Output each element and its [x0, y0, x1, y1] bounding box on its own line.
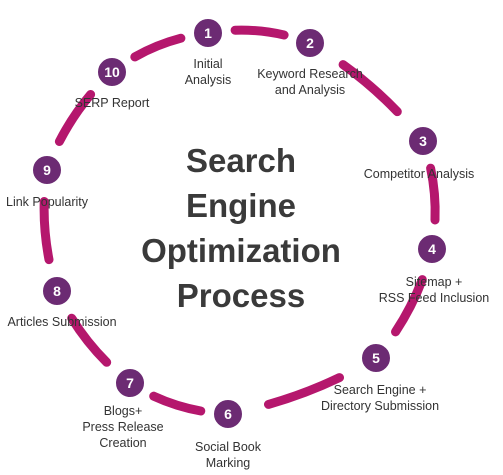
- step-label-line: Keyword Research: [257, 67, 363, 81]
- step-node-2: 2: [292, 25, 328, 61]
- step-label-line: Directory Submission: [321, 399, 439, 413]
- step-label-line: Press Release: [82, 420, 163, 434]
- ring-segment-9: [54, 90, 96, 146]
- step-circle-4: [414, 231, 450, 267]
- step-label-line: Competitor Analysis: [364, 167, 474, 181]
- step-number-1: 1: [204, 25, 212, 41]
- step-label-line: Creation: [99, 436, 146, 450]
- ring-segment-5: [264, 373, 344, 409]
- step-node-8: 8: [39, 273, 75, 309]
- step-label-line: Search Engine +: [334, 383, 427, 397]
- step-number-8: 8: [53, 283, 61, 299]
- step-number-9: 9: [43, 162, 51, 178]
- step-nodes: 1 2 3 4 5 6 7 8 9 10: [29, 15, 450, 432]
- step-label-line: Blogs+: [104, 404, 143, 418]
- step-label-3: Competitor Analysis: [364, 167, 474, 181]
- step-label-2: Keyword Research and Analysis: [257, 67, 363, 97]
- step-number-3: 3: [419, 133, 427, 149]
- step-circle-8: [39, 273, 75, 309]
- step-node-5: 5: [358, 340, 394, 376]
- title-line-3: Optimization: [141, 232, 341, 269]
- ring-segment-3: [426, 163, 440, 225]
- step-circle-10: [94, 54, 130, 90]
- step-label-5: Search Engine + Directory Submission: [321, 383, 439, 413]
- step-number-2: 2: [306, 35, 314, 51]
- step-node-7: 7: [112, 365, 148, 401]
- step-label-line: Articles Submission: [7, 315, 116, 329]
- step-label-line: Analysis: [185, 73, 232, 87]
- ring-segment-10: [130, 33, 186, 62]
- step-label-line: SERP Report: [75, 96, 150, 110]
- step-label-line: RSS Feed Inclusion: [379, 291, 490, 305]
- title-line-1: Search: [186, 142, 296, 179]
- step-label-line: Social Book: [195, 440, 262, 454]
- step-number-5: 5: [372, 350, 380, 366]
- step-node-4: 4: [414, 231, 450, 267]
- step-number-6: 6: [224, 406, 232, 422]
- step-node-1: 1: [190, 15, 226, 51]
- step-label-8: Articles Submission: [7, 315, 116, 329]
- title-line-2: Engine: [186, 187, 296, 224]
- step-number-4: 4: [428, 241, 436, 257]
- step-number-10: 10: [104, 64, 120, 80]
- ring-segment-2: [338, 60, 402, 117]
- step-label-4: Sitemap + RSS Feed Inclusion: [379, 275, 490, 305]
- step-label-line: Sitemap +: [406, 275, 463, 289]
- ring-segment-8: [39, 197, 54, 265]
- title-line-4: Process: [177, 277, 305, 314]
- step-circle-1: [190, 15, 226, 51]
- step-circle-3: [405, 123, 441, 159]
- step-circle-7: [112, 365, 148, 401]
- ring-segment-1: [230, 25, 289, 40]
- step-label-line: Link Popularity: [6, 195, 89, 209]
- step-node-6: 6: [210, 396, 246, 432]
- step-label-10: SERP Report: [75, 96, 150, 110]
- center-title: Search Engine Optimization Process: [141, 142, 341, 314]
- ring-segment-4: [391, 275, 427, 337]
- ring-segment-6: [149, 391, 206, 416]
- step-number-7: 7: [126, 375, 134, 391]
- ring-segment-7: [67, 313, 112, 367]
- step-circle-6: [210, 396, 246, 432]
- step-label-9: Link Popularity: [6, 195, 89, 209]
- step-circle-5: [358, 340, 394, 376]
- step-label-line: Marking: [206, 456, 251, 470]
- step-node-10: 10: [94, 54, 130, 90]
- ring-segments: [39, 25, 440, 416]
- step-circle-9: [29, 152, 65, 188]
- step-circle-2: [292, 25, 328, 61]
- step-node-9: 9: [29, 152, 65, 188]
- step-label-line: Initial: [193, 57, 222, 71]
- step-label-line: and Analysis: [275, 83, 345, 97]
- step-node-3: 3: [405, 123, 441, 159]
